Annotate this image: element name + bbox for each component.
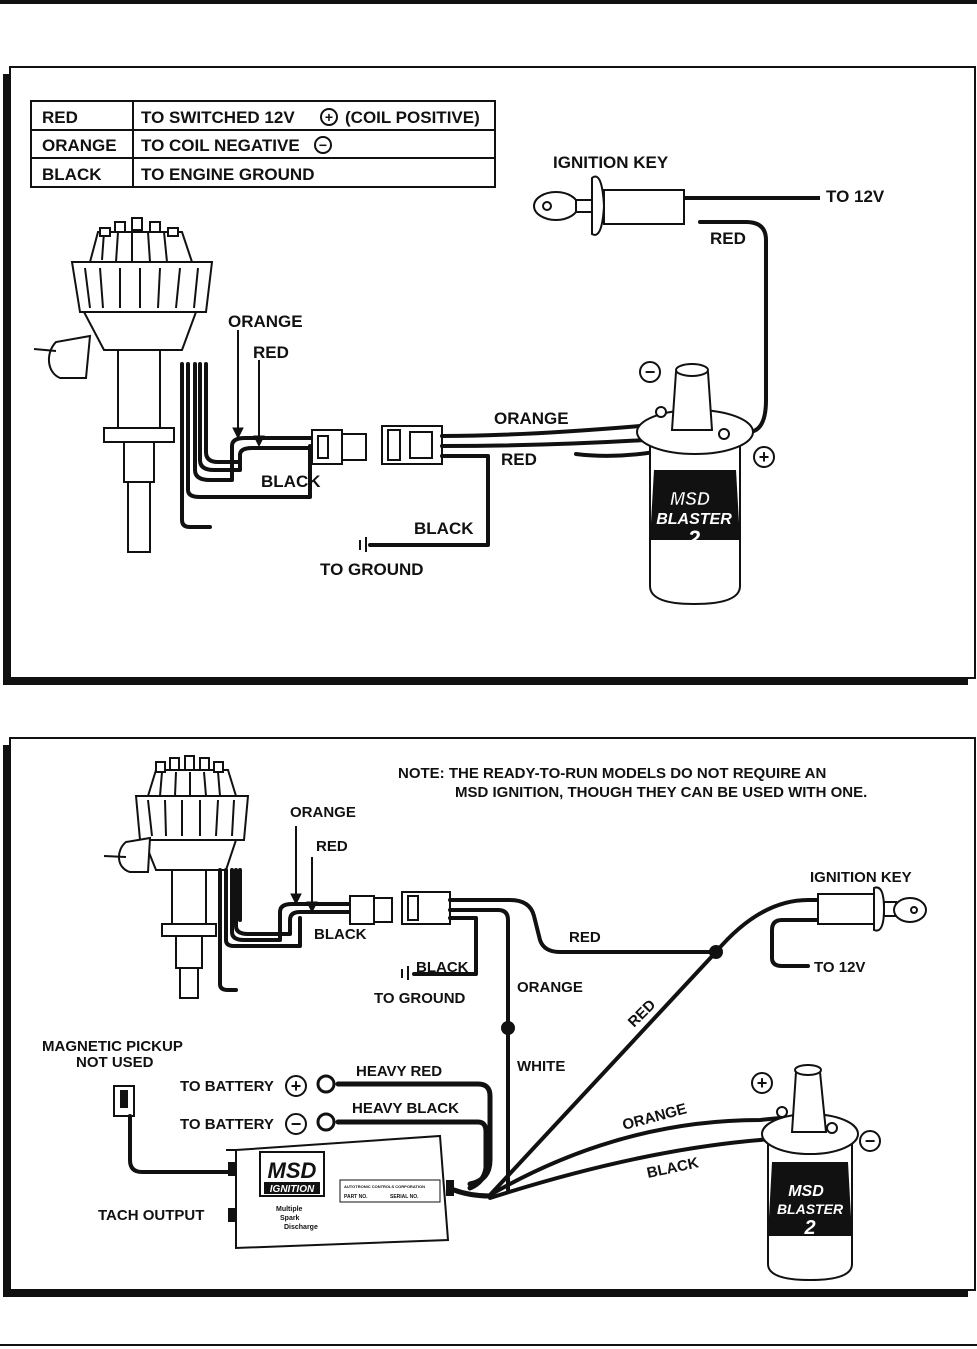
label-magnetic-pickup-1: MAGNETIC PICKUP — [42, 1038, 183, 1055]
label-tach-output: TACH OUTPUT — [98, 1207, 204, 1224]
legend-dest-red: TO SWITCHED 12V — [141, 108, 295, 127]
label-heavy-black: HEAVY BLACK — [352, 1100, 459, 1117]
coil-1-number: 2 — [687, 526, 701, 551]
label-to-ground-2: TO GROUND — [374, 990, 466, 1007]
msd-box-plate-2: PART NO. — [344, 1194, 368, 1200]
coil-minus-icon — [639, 361, 661, 383]
splice-junction-white — [501, 1021, 515, 1035]
coil-2-model: BLASTER — [777, 1201, 844, 1217]
coil-2-plus: + — [757, 1073, 768, 1093]
msd-ignition-box: MSD IGNITION Multiple Spark Discharge AU… — [226, 1134, 454, 1250]
label-to-battery-pos: TO BATTERY — [180, 1078, 274, 1095]
label-to-battery-neg: TO BATTERY — [180, 1116, 274, 1133]
legend-sign-plus: + — [325, 109, 333, 125]
connector-2 — [349, 891, 451, 925]
label-to-ground-1: TO GROUND — [320, 560, 424, 579]
msd-box-desc-1: Multiple — [276, 1206, 303, 1213]
ignition-key-1 — [533, 175, 820, 236]
msd-box-plate-1: AUTOTRONIC CONTROLS CORPORATION — [344, 1184, 425, 1189]
label-red-dist-2: RED — [316, 838, 348, 855]
connector-1 — [311, 425, 443, 465]
battery-minus-icon — [285, 1113, 307, 1135]
battery-plus-icon — [285, 1075, 307, 1097]
panel-1: RED TO SWITCHED 12V + (COIL POSITIVE) OR… — [3, 66, 976, 685]
distributor-1 — [33, 217, 214, 553]
note-line-1: NOTE: THE READY-TO-RUN MODELS DO NOT REQ… — [398, 765, 826, 782]
coil-1-plus: + — [759, 447, 770, 467]
label-orange-dist-1: ORANGE — [228, 312, 303, 331]
legend-color-red: RED — [42, 108, 78, 127]
minus-icon — [314, 136, 332, 154]
coil-plus-icon — [751, 1072, 773, 1094]
label-heavy-red: HEAVY RED — [356, 1063, 442, 1080]
label-magnetic-pickup-2: NOT USED — [76, 1054, 154, 1071]
msd-box-brand: MSD — [268, 1158, 317, 1183]
coil-minus-icon — [859, 1130, 881, 1152]
coil-1-minus: − — [645, 362, 656, 382]
distributor-2 — [103, 755, 250, 999]
magnetic-pickup-connector — [113, 1085, 135, 1117]
label-ignition-key-1: IGNITION KEY — [553, 153, 669, 172]
msd-box-plate-3: SERIAL NO. — [390, 1194, 419, 1200]
msd-box-sub: IGNITION — [270, 1184, 315, 1195]
label-orange-coil-1: ORANGE — [494, 409, 569, 428]
legend-dest-orange: TO COIL NEGATIVE — [141, 136, 300, 155]
panel-2: NOTE: THE READY-TO-RUN MODELS DO NOT REQ… — [3, 737, 976, 1297]
ring-terminal-positive — [316, 1074, 336, 1094]
coil-2-brand: MSD — [788, 1183, 824, 1200]
label-to-12v-2: TO 12V — [814, 959, 865, 976]
label-ignition-key-2: IGNITION KEY — [810, 869, 912, 886]
label-white: WHITE — [517, 1058, 565, 1075]
coil-1-brand: MSD — [670, 489, 710, 509]
label-red-key-2: RED — [569, 929, 601, 946]
coil-2-number: 2 — [803, 1217, 815, 1239]
legend-color-black: BLACK — [42, 165, 102, 184]
label-red-coil-1: RED — [501, 450, 537, 469]
note-line-2: MSD IGNITION, THOUGH THEY CAN BE USED WI… — [455, 784, 867, 801]
msd-box-desc-2: Spark — [280, 1215, 300, 1222]
label-orange-dist-2: ORANGE — [290, 804, 356, 821]
msd-box-desc-3: Discharge — [284, 1224, 318, 1231]
bottom-rule — [0, 1344, 977, 1346]
coil-2: MSD BLASTER 2 — [761, 1064, 859, 1282]
label-black-dist-1: BLACK — [261, 472, 321, 491]
coil-1-model: BLASTER — [656, 511, 732, 528]
top-rule — [0, 0, 977, 4]
legend-sign-minus: − — [319, 137, 327, 153]
label-black-dist-2: BLACK — [314, 926, 367, 943]
label-to-12v-1: TO 12V — [826, 187, 885, 206]
plus-icon — [320, 108, 338, 126]
coil-1: MSD BLASTER 2 — [636, 363, 754, 606]
coil-2-minus: − — [865, 1131, 876, 1151]
label-black-ground-2: BLACK — [416, 959, 469, 976]
label-black-ground-1: BLACK — [414, 519, 474, 538]
label-red-dist-1: RED — [253, 343, 289, 362]
ignition-key-2 — [817, 886, 927, 932]
label-red-key-1: RED — [710, 229, 746, 248]
bat-plus: + — [291, 1076, 302, 1096]
bat-minus: − — [291, 1114, 302, 1134]
ring-terminal-negative — [316, 1112, 336, 1132]
wire-color-legend: RED TO SWITCHED 12V + (COIL POSITIVE) OR… — [30, 100, 496, 188]
label-orange-mid: ORANGE — [517, 979, 583, 996]
legend-dest-black: TO ENGINE GROUND — [141, 165, 314, 184]
legend-suffix-red: (COIL POSITIVE) — [345, 108, 480, 127]
coil-plus-icon — [753, 446, 775, 468]
legend-color-orange: ORANGE — [42, 136, 117, 155]
